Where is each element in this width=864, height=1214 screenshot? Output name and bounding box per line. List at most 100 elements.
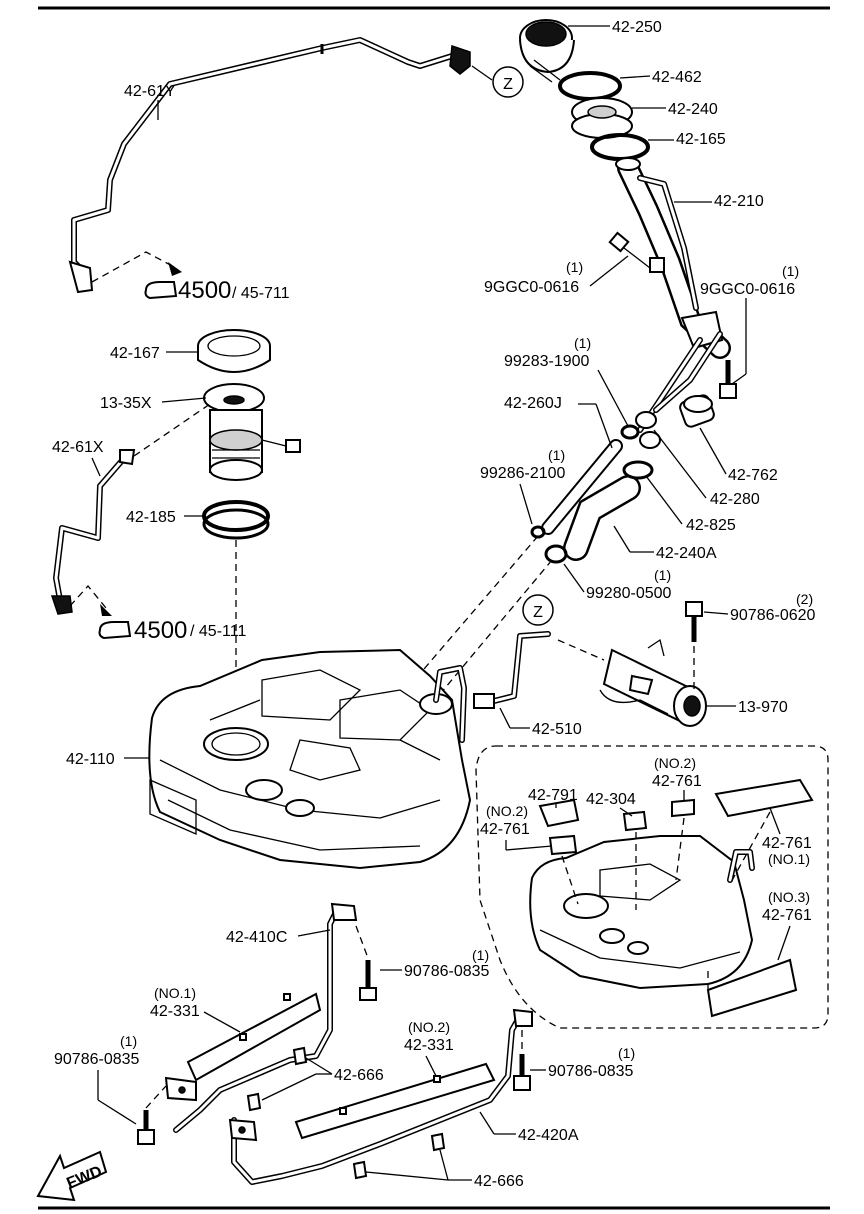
qty-99283: (1) bbox=[574, 335, 591, 351]
insulator-tank bbox=[529, 835, 755, 990]
no1-c: (NO.1) bbox=[768, 851, 810, 867]
qty-90786-0835-b: (1) bbox=[120, 1033, 137, 1049]
ref1-sub: / 45-711 bbox=[232, 285, 290, 302]
bolt-90786-0835-c bbox=[513, 1054, 531, 1091]
no2-b: (NO.2) bbox=[486, 803, 528, 819]
label-42-280: 42-280 bbox=[710, 491, 760, 508]
insulator-42-331-a bbox=[186, 992, 322, 1082]
label-13-35x: 13-35X bbox=[100, 395, 152, 412]
label-42-240: 42-240 bbox=[668, 101, 718, 118]
label-42-825: 42-825 bbox=[686, 517, 736, 534]
qty-90786-0835-a: (1) bbox=[472, 947, 489, 963]
label-42-110: 42-110 bbox=[66, 751, 115, 768]
label-42-331-b: 42-331 bbox=[404, 1037, 454, 1054]
no2-f: (NO.2) bbox=[408, 1019, 450, 1035]
ref2-main: 4500 bbox=[134, 617, 187, 644]
filler-neck-seal bbox=[571, 97, 633, 139]
o-ring-42-462 bbox=[558, 71, 622, 101]
label-99283: 99283-1900 bbox=[504, 353, 590, 370]
arrow-head-ref1 bbox=[168, 262, 182, 276]
label-bolt-b: 9GGC0-0616 bbox=[700, 281, 795, 298]
no2-a: (NO.2) bbox=[654, 755, 696, 771]
ref-pointer-icon-2 bbox=[98, 621, 132, 640]
label-99280: 99280-0500 bbox=[586, 585, 672, 602]
label-42-165: 42-165 bbox=[676, 131, 726, 148]
label-42-61x: 42-61X bbox=[52, 439, 104, 456]
lock-ring-42-167 bbox=[197, 329, 271, 373]
arrow-head-ref2 bbox=[100, 604, 112, 616]
label-42-240a: 42-240A bbox=[656, 545, 717, 562]
hose-42-240a bbox=[563, 475, 641, 561]
no1-e: (NO.1) bbox=[154, 985, 196, 1001]
label-42-61y: 42-61Y bbox=[124, 83, 176, 100]
no3-d: (NO.3) bbox=[768, 889, 810, 905]
label-42-666-a: 42-666 bbox=[334, 1067, 384, 1084]
label-42-761-a: 42-761 bbox=[652, 773, 702, 790]
bolt-9ggc0-left bbox=[608, 231, 665, 273]
qty-90786-0620: (2) bbox=[796, 591, 813, 607]
cap-42-762 bbox=[679, 394, 715, 428]
qty-99286: (1) bbox=[548, 447, 565, 463]
qty-99280: (1) bbox=[654, 567, 671, 583]
bolt-90786-0620 bbox=[685, 601, 703, 642]
z-marker-bottom bbox=[522, 594, 554, 626]
label-42-666-b: 42-666 bbox=[474, 1173, 524, 1190]
hose-42-825 bbox=[639, 431, 661, 449]
qty-bolt-a: (1) bbox=[566, 259, 583, 275]
label-90786-0835-a: 90786-0835 bbox=[404, 963, 490, 980]
label-42-185: 42-185 bbox=[126, 509, 176, 526]
ref1-main: 4500 bbox=[178, 277, 231, 304]
clamp-99286 bbox=[530, 525, 546, 539]
filler-pipe bbox=[615, 157, 731, 433]
fuel-cap bbox=[519, 19, 575, 83]
label-42-167: 42-167 bbox=[110, 345, 160, 362]
gasket-42-185 bbox=[202, 500, 270, 540]
label-42-791: 42-791 bbox=[528, 787, 578, 804]
qty-90786-0835-c: (1) bbox=[618, 1045, 635, 1061]
ref-pointer-icon-1 bbox=[144, 281, 178, 300]
label-99286: 99286-2100 bbox=[480, 465, 566, 482]
label-42-410c: 42-410C bbox=[226, 929, 287, 946]
fuel-line-42-61y bbox=[68, 37, 471, 294]
qty-bolt-b: (1) bbox=[782, 263, 799, 279]
label-42-761-c: 42-761 bbox=[762, 835, 812, 852]
insulator-42-331-b bbox=[294, 1062, 496, 1140]
z-marker-bottom-label: Z bbox=[533, 604, 543, 621]
strap-42-420a bbox=[228, 1008, 533, 1185]
label-13-970: 13-970 bbox=[738, 699, 788, 716]
label-42-510: 42-510 bbox=[532, 721, 582, 738]
label-42-210: 42-210 bbox=[714, 193, 764, 210]
insulator-pads bbox=[538, 778, 814, 1018]
label-42-420a: 42-420A bbox=[518, 1127, 579, 1144]
fuel-pump-13-35x bbox=[203, 383, 301, 481]
label-90786-0620: 90786-0620 bbox=[730, 607, 816, 624]
z-marker-top bbox=[492, 66, 524, 98]
fuel-tank-42-110 bbox=[148, 648, 472, 870]
ref2-sub: / 45-111 bbox=[190, 623, 246, 640]
bolt-9ggc0-right bbox=[719, 360, 737, 399]
clamp-42-280 bbox=[635, 411, 657, 429]
fwd-arrow-icon bbox=[36, 1150, 108, 1202]
o-ring-42-165 bbox=[590, 133, 650, 161]
canister-13-970 bbox=[599, 638, 707, 727]
clamp-99280 bbox=[544, 544, 568, 564]
z-marker-top-label: Z bbox=[503, 76, 513, 93]
line-42-510 bbox=[473, 631, 551, 709]
fuel-line-42-61x bbox=[50, 449, 136, 615]
label-90786-0835-b: 90786-0835 bbox=[54, 1051, 140, 1068]
hose-42-260j bbox=[541, 439, 623, 535]
nuts-42-666 bbox=[246, 1046, 446, 1180]
label-42-761-d: 42-761 bbox=[762, 907, 812, 924]
label-42-304: 42-304 bbox=[586, 791, 636, 808]
bolt-90786-0835-b bbox=[137, 1110, 155, 1145]
label-42-260j: 42-260J bbox=[504, 395, 562, 412]
label-90786-0835-c: 90786-0835 bbox=[548, 1063, 634, 1080]
label-42-762: 42-762 bbox=[728, 467, 778, 484]
label-42-250: 42-250 bbox=[612, 19, 662, 36]
label-42-761-b: 42-761 bbox=[480, 821, 530, 838]
clamp-99283 bbox=[620, 424, 640, 440]
clamp-42-825 bbox=[622, 460, 654, 480]
label-42-331-a: 42-331 bbox=[150, 1003, 200, 1020]
bolt-90786-0835-a bbox=[359, 960, 377, 1001]
